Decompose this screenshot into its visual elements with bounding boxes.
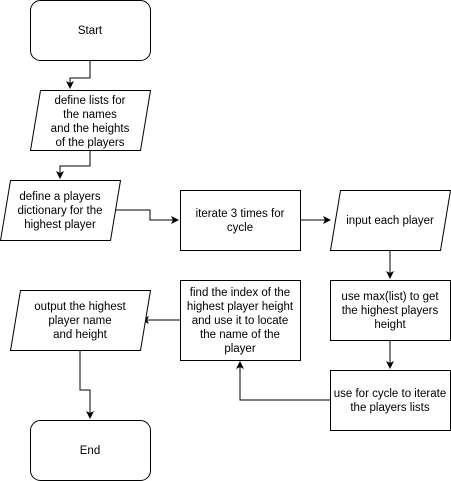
node-label-line: define a players xyxy=(19,191,100,203)
edges xyxy=(56,60,394,419)
node-label-line: highest player xyxy=(24,219,96,231)
node-label: output the highest player name and height xyxy=(34,301,126,341)
parallelogram-shape xyxy=(9,290,152,351)
parallelogram-shape xyxy=(29,90,152,151)
node-label: iterate 3 times for cycle xyxy=(196,208,285,234)
node-label-line: the name of the xyxy=(200,329,280,341)
node-label-line: the names xyxy=(63,109,117,121)
edge-use-for-to-find-index xyxy=(236,361,330,401)
node-label-line: output the highest xyxy=(34,301,126,313)
node-label: define lists for the names and the heights… xyxy=(51,95,130,149)
node-label: use for cycle to iterate the players list… xyxy=(334,388,447,414)
edge-start-to-define-lists xyxy=(66,60,91,89)
node-label-line: dictionary for the xyxy=(17,205,102,217)
node-label: End xyxy=(80,445,100,457)
node-use-for: use for cycle to iterate the players list… xyxy=(330,370,451,431)
node-label-line: use for cycle to iterate xyxy=(334,388,447,400)
process-shape xyxy=(180,190,301,251)
node-label-line: input each player xyxy=(346,215,434,227)
process-shape xyxy=(330,370,451,431)
edge-define-dict-to-iterate xyxy=(115,209,179,224)
node-define-lists: define lists for the names and the heights… xyxy=(29,90,152,151)
node-label-line: define lists for xyxy=(55,95,126,107)
node-label: define a players dictionary for the highes… xyxy=(17,191,102,231)
node-label-line: player name xyxy=(48,315,111,327)
node-label: Start xyxy=(78,25,103,37)
edge-output-to-end xyxy=(79,350,94,419)
node-define-dict: define a players dictionary for the highes… xyxy=(0,180,122,241)
node-label: input each player xyxy=(346,215,434,227)
node-input-player: input each player xyxy=(329,190,451,251)
node-find-index: find the index of the highest player heig… xyxy=(180,280,301,361)
process-shape xyxy=(180,280,301,361)
node-label-line: use max(list) to get xyxy=(341,291,439,303)
node-start: Start xyxy=(30,0,151,61)
node-label: use max(list) to get the highest players h… xyxy=(341,291,439,331)
node-label-line: the players lists xyxy=(350,402,430,414)
edge-define-lists-to-define-dict xyxy=(56,150,91,179)
node-end: End xyxy=(30,420,151,481)
node-output: output the highest player name and height xyxy=(9,290,152,351)
node-use-max: use max(list) to get the highest players h… xyxy=(330,280,451,341)
terminator-shape xyxy=(30,0,151,61)
node-label-line: highest player height xyxy=(187,301,294,313)
node-label-line: and use it to locate xyxy=(192,315,289,327)
node-label-line: height xyxy=(374,319,406,331)
node-label-line: of the players xyxy=(55,137,124,149)
node-label-line: Start xyxy=(78,25,103,37)
node-label-line: and height xyxy=(53,329,108,341)
node-label-line: the highest players xyxy=(342,305,439,317)
node-label-line: find the index of the xyxy=(190,287,290,299)
node-label-line: and the heights xyxy=(51,123,130,135)
node-iterate: iterate 3 times for cycle xyxy=(180,190,301,251)
node-label-line: iterate 3 times for xyxy=(196,208,285,220)
parallelogram-shape xyxy=(0,180,122,241)
node-label: find the index of the highest player heig… xyxy=(187,287,294,355)
parallelogram-shape xyxy=(329,190,451,251)
node-label-line: cycle xyxy=(227,222,253,234)
node-label-line: End xyxy=(80,445,100,457)
node-label-line: player xyxy=(224,343,255,355)
